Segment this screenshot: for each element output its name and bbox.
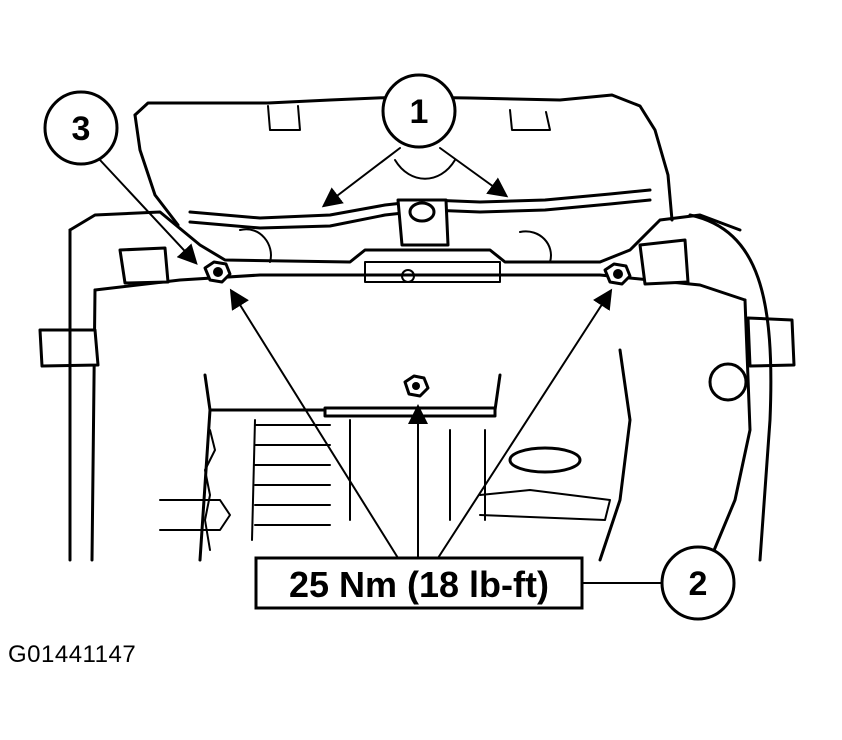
torque-spec: 25 Nm (18 lb-ft) [289, 564, 549, 605]
callout-3-number: 3 [72, 110, 91, 148]
bolt-right [603, 262, 632, 286]
bolt-center [403, 374, 430, 398]
cowl-panel [133, 93, 674, 227]
callout-3: 3 [43, 90, 119, 166]
bolt-left [203, 260, 232, 284]
callout-2: 2 [660, 545, 736, 621]
figure-id: G01441147 [8, 641, 137, 668]
callout-1-number: 1 [410, 93, 429, 131]
torque-label: 25 Nm (18 lb-ft) [254, 556, 584, 610]
callout-1: 1 [381, 73, 457, 149]
left-mount [38, 228, 170, 562]
linkage-bar [188, 188, 652, 247]
leader-lines [99, 147, 663, 584]
core-fins [159, 406, 611, 551]
callout-2-number: 2 [689, 565, 708, 603]
right-mount [638, 213, 796, 562]
